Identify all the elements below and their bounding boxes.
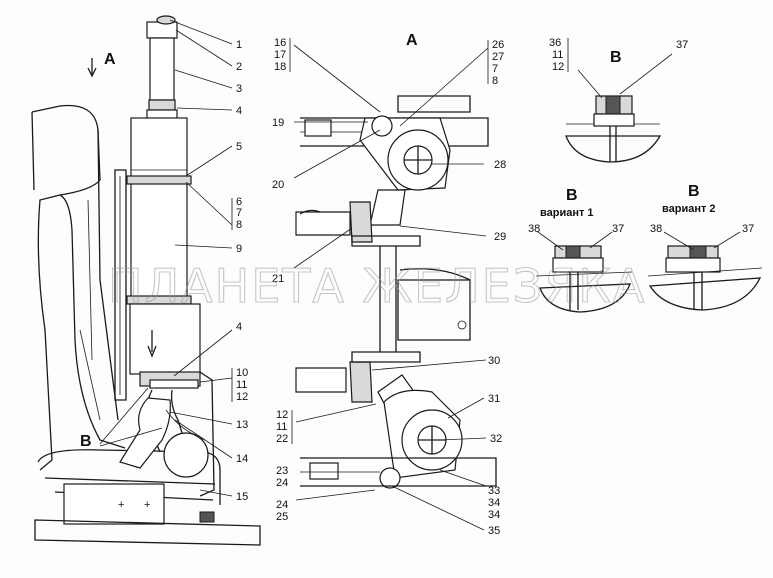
callout-v1-37: 37	[612, 223, 624, 235]
callout-18: 18	[274, 61, 286, 73]
callout-27: 27	[492, 51, 504, 63]
callout-21: 21	[272, 273, 284, 285]
callout-12c: 12	[276, 409, 288, 421]
left-view-label: A	[104, 51, 116, 68]
detail-main-label: В	[610, 49, 622, 66]
callout-33: 33	[488, 485, 500, 497]
callout-34b: 34	[488, 509, 500, 521]
detail-v2-label: В	[688, 183, 700, 200]
callout-29: 29	[494, 231, 506, 243]
callout-7: 7	[492, 63, 498, 75]
left-leaders	[99, 19, 233, 497]
callout-34a: 34	[488, 497, 500, 509]
callout-left-9: 4	[236, 321, 242, 333]
callout-left-0: 1	[236, 39, 242, 51]
callout-35: 35	[488, 525, 500, 537]
callout-8: 8	[492, 75, 498, 87]
callout-20: 20	[272, 179, 284, 191]
callout-22: 22	[276, 433, 288, 445]
variant-1-caption: вариант 1	[540, 207, 594, 219]
callout-16: 16	[274, 37, 286, 49]
view-arrow-icon	[87, 58, 97, 78]
callout-11d: 11	[552, 49, 563, 61]
svg-text:+: +	[144, 499, 150, 511]
callout-v2-37: 37	[742, 223, 754, 235]
callout-28: 28	[494, 159, 506, 171]
callout-left-3: 4	[236, 105, 242, 117]
callout-left-15: 15	[236, 491, 248, 503]
callout-12d: 12	[552, 61, 564, 73]
watermark-text: ПЛАНЕТА ЖЕЛЕЗЯКА	[108, 259, 646, 313]
callout-left-13: 13	[236, 419, 248, 431]
callout-26: 26	[492, 39, 504, 51]
detail-v1-label: В	[566, 187, 578, 204]
callout-left-b: В	[80, 433, 92, 450]
callout-v1-38: 38	[528, 223, 540, 235]
callout-24a: 24	[276, 477, 288, 489]
callout-19: 19	[272, 117, 284, 129]
callout-37d: 37	[676, 39, 688, 51]
callout-32: 32	[490, 433, 502, 445]
callout-left-11: 11	[236, 379, 247, 391]
callout-31: 31	[488, 393, 500, 405]
center-view-drawing	[295, 95, 497, 489]
detail-b-variant-2	[647, 231, 763, 311]
callout-left-4: 5	[236, 141, 242, 153]
left-view-drawing: ++	[31, 15, 261, 546]
callout-left-1: 2	[236, 61, 242, 73]
callout-left-14: 14	[236, 453, 248, 465]
detail-b-main	[565, 53, 673, 163]
callout-left-6: 7	[236, 207, 242, 219]
svg-text:+: +	[118, 499, 124, 511]
callout-11c: 11	[276, 421, 287, 433]
center-leaders	[293, 44, 489, 531]
center-view-label: A	[406, 32, 418, 49]
callout-left-7: 8	[236, 219, 242, 231]
callout-23: 23	[276, 465, 288, 477]
callout-36: 36	[549, 37, 561, 49]
callout-left-8: 9	[236, 243, 242, 255]
callout-17: 17	[274, 49, 286, 61]
callout-left-2: 3	[236, 83, 242, 95]
callout-left-5: 6	[236, 196, 242, 208]
detail-b-variant-1	[535, 231, 633, 313]
variant-2-caption: вариант 2	[662, 203, 716, 215]
callout-v2-38: 38	[650, 223, 662, 235]
callout-30: 30	[488, 355, 500, 367]
callout-left-12: 12	[236, 391, 248, 403]
callout-left-10: 10	[236, 367, 248, 379]
callout-24b: 24	[276, 499, 288, 511]
callout-25: 25	[276, 511, 288, 523]
